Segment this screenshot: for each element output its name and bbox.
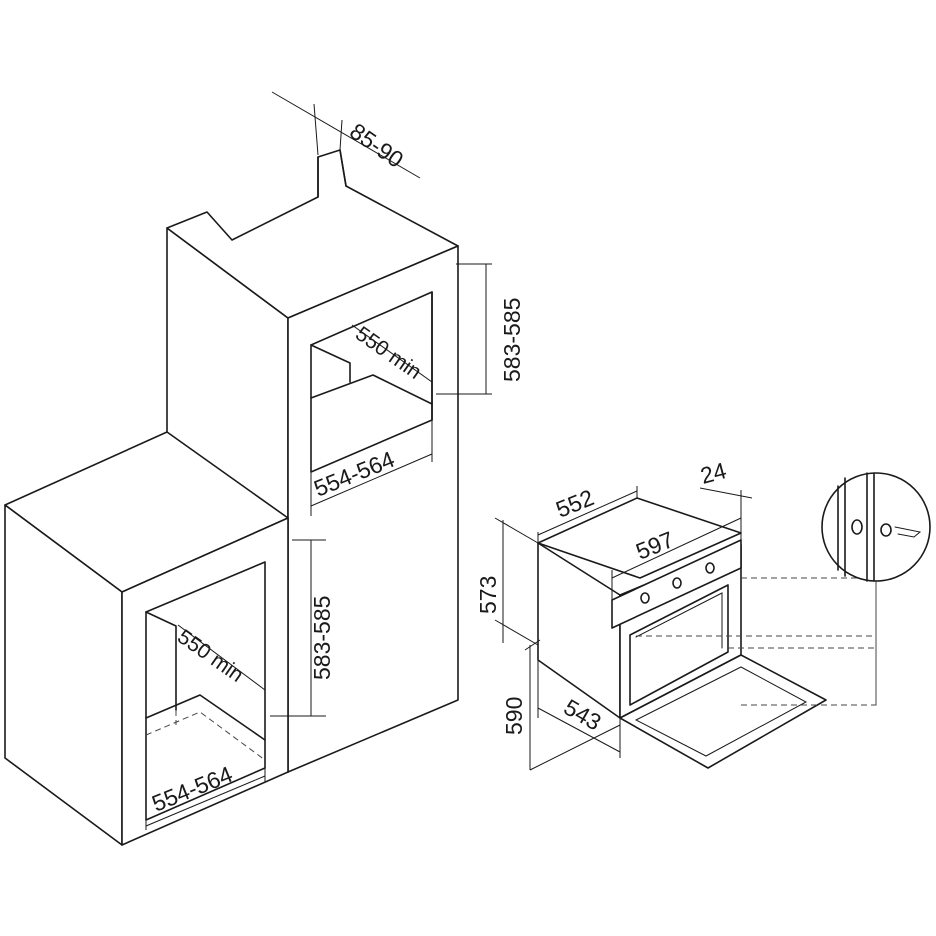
oven-window	[629, 584, 729, 706]
lower-niche-inner-left	[145, 611, 177, 711]
upper-niche-inner-left	[310, 344, 351, 383]
screw-detail	[821, 472, 931, 582]
cabinet-dimensions	[145, 91, 492, 830]
screw-head-icon	[880, 523, 892, 537]
label-top-gap: 85-90	[345, 118, 408, 173]
detail-circle	[821, 472, 931, 582]
lower-niche-floor	[145, 694, 266, 741]
label-oven-panel-depth: 24	[698, 457, 730, 489]
label-oven-height-total: 590	[501, 697, 527, 735]
base-cabinet	[4, 431, 289, 846]
lower-niche-floor-hidden	[145, 711, 266, 761]
oven-unit	[537, 497, 827, 769]
label-lower-height: 583-585	[309, 596, 335, 680]
oven-door-open	[619, 654, 827, 769]
label-upper-height: 583-585	[499, 298, 525, 382]
label-oven-height-body: 573	[475, 576, 501, 614]
knob-icon	[672, 577, 682, 589]
oven-window-inner	[635, 592, 723, 649]
screw-icon	[894, 526, 922, 538]
label-oven-depth-top: 552	[552, 484, 597, 522]
knob-icon	[705, 562, 715, 574]
oven-dimensions	[494, 486, 753, 771]
oven-side	[537, 542, 621, 719]
oven-door-glass	[634, 666, 808, 757]
detail-leader-lines	[636, 577, 877, 706]
hole-icon	[851, 519, 863, 535]
notch-side-edge	[339, 149, 347, 187]
knob-icon	[640, 592, 650, 604]
upper-niche-floor	[310, 374, 433, 405]
